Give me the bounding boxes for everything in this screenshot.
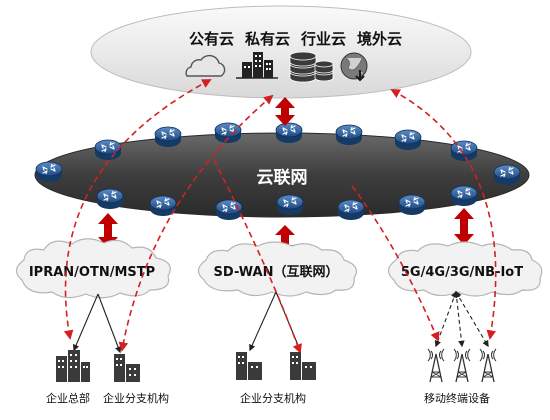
mobile-links (434, 290, 489, 348)
access-links (73, 291, 302, 354)
router-icon (398, 194, 426, 216)
core-network-label: 云联网 (257, 168, 308, 188)
router-icon (35, 161, 63, 183)
router-icon (493, 164, 521, 186)
router-icon (96, 188, 124, 210)
cloud-icon (185, 54, 226, 77)
router-icon (276, 194, 304, 216)
database-icon (289, 51, 334, 83)
cloud-label-industry: 行业云 (300, 30, 346, 48)
access-cloud-left: IPRAN/OTN/MSTP (15, 238, 171, 299)
access-label-middle: SD-WAN（互联网） (214, 264, 339, 280)
globe-download-icon (340, 52, 368, 82)
buildings-icon (236, 52, 278, 79)
cell-tower-icon (427, 348, 445, 383)
cloud-label-public: 公有云 (189, 30, 234, 48)
router-icon (275, 122, 303, 144)
access-cloud-middle: SD-WAN（互联网） (197, 241, 357, 297)
router-icon (394, 129, 422, 151)
cloud-services-ellipse (90, 5, 472, 99)
router-icon (337, 199, 365, 221)
branch-building-icon (236, 352, 262, 380)
endpoint-label-branch-middle: 企业分支机构 (240, 391, 306, 405)
endpoint-label-mobile: 移动终端设备 (424, 391, 490, 405)
cell-tower-icon (479, 348, 497, 383)
access-label-left: IPRAN/OTN/MSTP (29, 265, 155, 280)
cloud-label-private: 私有云 (244, 30, 290, 48)
router-icon (94, 139, 122, 161)
cloud-label-overseas: 境外云 (357, 30, 402, 48)
router-icon (450, 140, 478, 162)
router-icon (154, 126, 182, 148)
branch-building-icon (290, 352, 316, 380)
endpoint-label-hq: 企业总部 (46, 391, 90, 405)
router-icon (214, 122, 242, 144)
branch-building-icon (114, 354, 140, 382)
red-dashed-flows (63, 79, 497, 354)
access-cloud-right: 5G/4G/3G/NB-IoT (387, 241, 543, 297)
router-icon (450, 185, 478, 207)
endpoint-label-branch-left: 企业分支机构 (103, 391, 169, 405)
link-arrow-top (275, 97, 295, 126)
headquarters-building-icon (56, 350, 90, 382)
router-icon (335, 124, 363, 146)
link-arrow-right (454, 208, 474, 245)
cell-tower-icon (453, 348, 471, 383)
access-label-right: 5G/4G/3G/NB-IoT (401, 265, 523, 280)
